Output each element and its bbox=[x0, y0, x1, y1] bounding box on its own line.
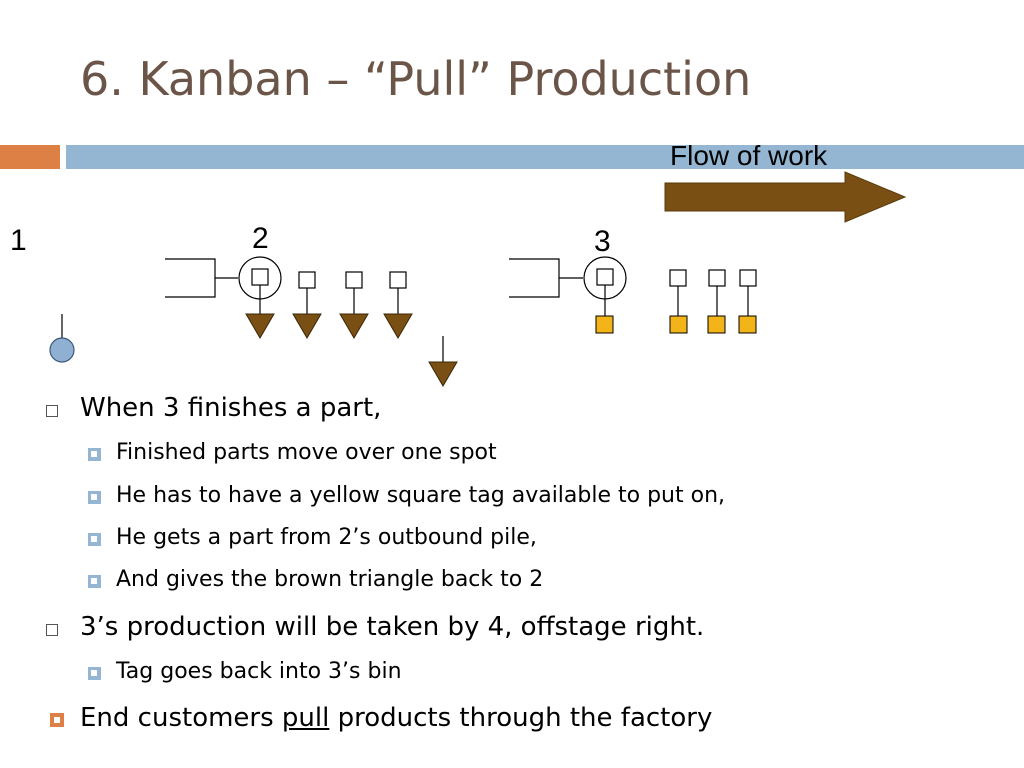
sub-bullet-marker-icon bbox=[88, 667, 101, 680]
flow-of-work-label: Flow of work bbox=[670, 140, 828, 171]
station-2-label: 2 bbox=[252, 222, 269, 255]
final-bullet-item: End customers pull products through the … bbox=[80, 703, 712, 733]
flow-arrow bbox=[664, 171, 907, 223]
station-1 bbox=[49, 314, 75, 363]
accent-bar-orange bbox=[0, 145, 60, 169]
sub-bullet-marker-icon bbox=[88, 533, 101, 546]
final-bullet-before: End customers bbox=[80, 703, 282, 733]
sub-bullet-marker-icon bbox=[88, 448, 101, 461]
final-bullet-after: products through the factory bbox=[329, 703, 713, 733]
bullet-item: 3’s production will be taken by 4, offst… bbox=[80, 612, 705, 642]
accent-bar-blue bbox=[66, 145, 1024, 169]
bullet-marker-icon bbox=[46, 405, 58, 417]
sub-bullet-marker-icon bbox=[88, 491, 101, 504]
sub-bullet-marker-icon bbox=[88, 575, 101, 588]
station-3 bbox=[509, 256, 757, 334]
page-title: 6. Kanban – “Pull” Production bbox=[80, 52, 752, 106]
sub-bullet-item: He gets a part from 2’s outbound pile, bbox=[116, 525, 537, 550]
bullet-item: When 3 finishes a part, bbox=[80, 393, 382, 423]
final-bullet-underlined: pull bbox=[281, 703, 330, 733]
station-3-label: 3 bbox=[594, 225, 611, 258]
sub-bullet-item: Tag goes back into 3’s bin bbox=[116, 659, 402, 684]
sub-bullet-item: He has to have a yellow square tag avail… bbox=[116, 483, 726, 508]
highlight-bullet-marker-icon bbox=[50, 713, 64, 727]
station-1-label: 1 bbox=[10, 224, 27, 257]
sub-bullet-item: And gives the brown triangle back to 2 bbox=[116, 567, 544, 592]
bullet-marker-icon bbox=[46, 624, 58, 636]
station-2 bbox=[165, 256, 458, 387]
sub-bullet-item: Finished parts move over one spot bbox=[116, 440, 497, 465]
